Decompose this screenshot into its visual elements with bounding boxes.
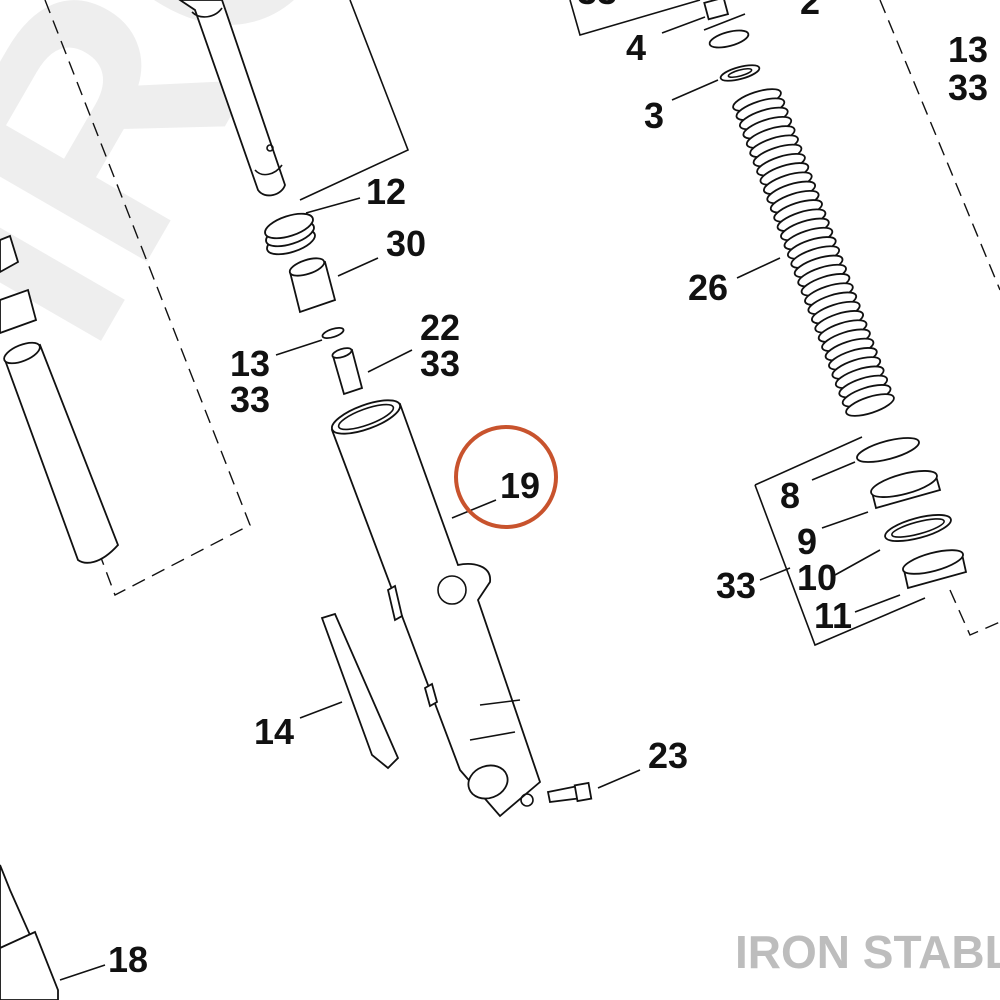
- label-18: 18: [108, 939, 148, 980]
- fork-spring: [732, 88, 895, 417]
- label-23: 23: [648, 735, 688, 776]
- label-30: 30: [386, 223, 426, 264]
- label-13-left: 13: [230, 343, 270, 384]
- label-33-top: 33: [577, 0, 617, 12]
- drain-screw: [331, 347, 364, 396]
- upper-left-bracket: [299, 0, 410, 201]
- label-11: 11: [814, 595, 852, 636]
- watermark-text: IRON STABLE: [735, 926, 1000, 978]
- label-22: 22: [420, 307, 460, 348]
- label-26: 26: [688, 267, 728, 308]
- spring-coil: [845, 393, 895, 417]
- label-12: 12: [366, 171, 406, 212]
- bushing: [288, 257, 337, 314]
- bottom-left-tube-partial: [0, 864, 59, 1000]
- label-13-top-right: 13: [948, 29, 988, 70]
- label-33-seal: 33: [716, 565, 756, 606]
- cap-parts: [703, 0, 761, 82]
- label-33-top-right: 33: [948, 67, 988, 108]
- label-14: 14: [254, 711, 294, 752]
- top-bracket: [569, 0, 701, 36]
- leader-lines: [59, 13, 901, 981]
- label-33-drain: 33: [420, 343, 460, 384]
- label-33-left: 33: [230, 379, 270, 420]
- right-group-boundary: [879, 0, 1000, 291]
- callout-labels: 2 4 3 13 33 12 30 26 22 33 13 33 19 8 9 …: [108, 0, 988, 980]
- right-seal-group-boundary: [949, 589, 1000, 636]
- seal-kit-parts: [856, 437, 968, 590]
- highlight-circle: [454, 425, 558, 529]
- left-group-boundary: [44, 0, 251, 596]
- left-fork-tube-partial: [0, 234, 120, 564]
- label-4: 4: [626, 27, 646, 68]
- label-9: 9: [797, 521, 817, 562]
- crush-washer: [321, 326, 345, 340]
- seal-kit-bracket: [754, 436, 926, 647]
- label-2: 2: [800, 0, 820, 22]
- damper-rod: [178, 0, 286, 197]
- label-10: 10: [797, 557, 837, 598]
- label-19: 19: [500, 465, 540, 506]
- label-3: 3: [644, 95, 664, 136]
- pinch-bolt: [546, 781, 593, 803]
- fork-slider: [330, 399, 542, 818]
- label-8: 8: [780, 475, 800, 516]
- rebound-spring: [264, 212, 316, 256]
- slider-guard: [320, 612, 400, 770]
